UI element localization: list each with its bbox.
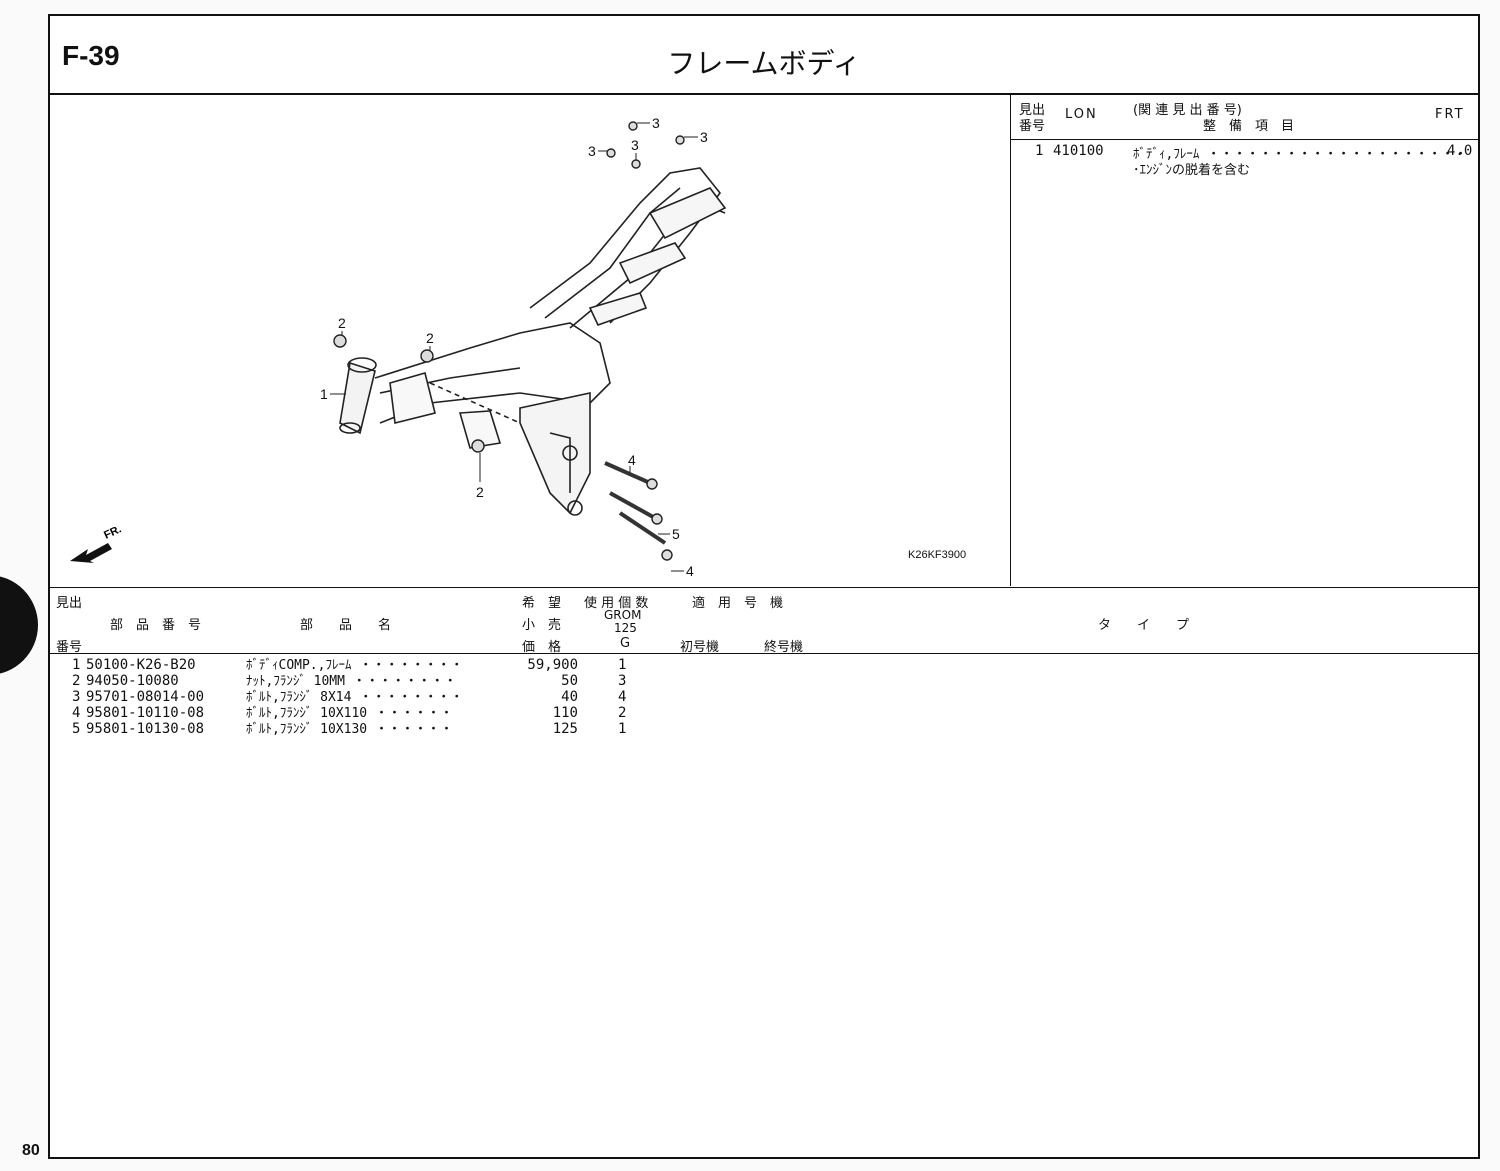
part-qty: 3: [618, 673, 627, 689]
part-price: 40: [561, 689, 578, 705]
frame-body: [339, 167, 727, 516]
callout-label: 2: [338, 315, 346, 331]
parts-h-tekiyo: 適 用 号 機: [692, 596, 784, 611]
parts-h-midashi: 見出: [56, 596, 83, 611]
lon-row-item: ﾎﾞﾃﾞｨ,ﾌﾚｰﾑ ・・・・・・・・・・・・・・・・・・・・: [1133, 147, 1468, 162]
part-qty: 2: [618, 705, 627, 721]
part-name: ﾎﾞﾙﾄ,ﾌﾗﾝｼﾞ 10X110 ・・・・・・: [246, 706, 453, 721]
parts-h-kouri: 小 売: [522, 618, 562, 633]
part-number: 94050-10080: [86, 673, 179, 689]
part-row-no: 2: [72, 673, 81, 689]
callout-leaders: [330, 122, 698, 572]
parts-h-g: G: [620, 636, 631, 651]
callout-label: 4: [686, 563, 694, 579]
page-number: 80: [22, 1142, 40, 1159]
lon-row-note: ･ｴﾝｼﾞﾝの脱着を含む: [1133, 163, 1251, 178]
callout-label: 2: [426, 330, 434, 346]
parts-row: 3 95701-08014-00 ﾎﾞﾙﾄ,ﾌﾗﾝｼﾞ 8X14 ・・・・・・・…: [50, 689, 1478, 706]
parts-h-bango: 番号: [56, 640, 83, 655]
callout-label: 5: [672, 526, 680, 542]
part-number: 95701-08014-00: [86, 689, 205, 705]
parts-h-type: タ イ プ: [1098, 618, 1190, 633]
lon-h-seibi: 整 備 項 目: [1203, 119, 1295, 134]
part-row-no: 5: [72, 721, 81, 737]
lon-panel-header: 見出 番号 LON (関 連 見 出 番 号) 整 備 項 目 FRT: [1011, 93, 1478, 140]
front-arrow-icon: FR.: [70, 525, 123, 563]
callout-label: 3: [631, 137, 639, 153]
page-frame: F-39 フレームボディ: [48, 14, 1480, 1159]
front-marker-text: FR.: [102, 525, 123, 542]
lon-row-code: 410100: [1053, 143, 1104, 159]
part-price: 125: [552, 721, 578, 737]
part-qty: 4: [618, 689, 627, 705]
parts-h-model-cc: 125: [614, 621, 637, 635]
part-name: ﾎﾞﾙﾄ,ﾌﾗﾝｼﾞ 10X130 ・・・・・・: [246, 722, 453, 737]
parts-row: 5 95801-10130-08 ﾎﾞﾙﾄ,ﾌﾗﾝｼﾞ 10X130 ・・・・・…: [50, 721, 1478, 738]
lon-row-no: 1: [1035, 143, 1044, 159]
page-header: F-39 フレームボディ: [50, 16, 1478, 95]
parts-h-part-no: 部 品 番 号: [110, 618, 202, 633]
parts-h-part-name: 部 品 名: [300, 618, 392, 633]
parts-row: 2 94050-10080 ﾅｯﾄ,ﾌﾗﾝｼﾞ 10MM ・・・・・・・・ 50…: [50, 673, 1478, 690]
parts-table-header: 見出 番号 部 品 番 号 部 品 名 希 望 小 売 価 格 使 用 個 数 …: [50, 588, 1478, 655]
lon-row-frt: 4.0: [1447, 143, 1473, 159]
section-tab-marker: [0, 575, 38, 675]
part-qty: 1: [618, 721, 627, 737]
parts-h-shiyo: 使 用 個 数: [584, 596, 649, 611]
parts-h-kakaku: 価 格: [522, 640, 562, 655]
parts-row: 1 50100-K26-B20 ﾎﾞﾃﾞｨCOMP.,ﾌﾚｰﾑ ・・・・・・・・…: [50, 657, 1478, 674]
part-name: ﾎﾞﾙﾄ,ﾌﾗﾝｼﾞ 8X14 ・・・・・・・・: [246, 690, 464, 705]
part-number: 95801-10110-08: [86, 705, 205, 721]
callout-label: 2: [476, 484, 484, 500]
parts-h-last: 終号機: [764, 640, 804, 655]
parts-h-kibo: 希 望: [522, 596, 562, 611]
callout-labels: 3 3 3 3 2 2 1 4 2 5 4: [320, 115, 708, 579]
lon-h-kanren: (関 連 見 出 番 号): [1133, 103, 1242, 118]
part-name: ﾅｯﾄ,ﾌﾗﾝｼﾞ 10MM ・・・・・・・・: [246, 674, 457, 689]
part-row-no: 1: [72, 657, 81, 673]
part-qty: 1: [618, 657, 627, 673]
part-name: ﾎﾞﾃﾞｨCOMP.,ﾌﾚｰﾑ ・・・・・・・・: [246, 658, 464, 673]
page-title: フレームボディ: [667, 47, 861, 80]
callout-label: 4: [628, 452, 636, 468]
lon-h-midashi: 見出: [1019, 103, 1046, 118]
exploded-diagram: 3 3 3 3 2 2 1 4 2 5 4 FR. K26KF3900: [50, 93, 1011, 586]
part-number: 50100-K26-B20: [86, 657, 196, 673]
part-row-no: 3: [72, 689, 81, 705]
lon-h-lon: LON: [1065, 107, 1098, 122]
frame-illustration: 3 3 3 3 2 2 1 4 2 5 4: [320, 115, 727, 579]
callout-label: 1: [320, 386, 328, 402]
part-row-no: 4: [72, 705, 81, 721]
callout-label: 3: [652, 115, 660, 131]
parts-h-first: 初号機: [680, 640, 720, 655]
part-price: 59,900: [527, 657, 578, 673]
parts-h-model: GROM: [604, 608, 642, 622]
lon-h-bango: 番号: [1019, 119, 1046, 134]
parts-table: 見出 番号 部 品 番 号 部 品 名 希 望 小 売 価 格 使 用 個 数 …: [50, 587, 1478, 1157]
part-number: 95801-10130-08: [86, 721, 205, 737]
lon-h-frt: FRT: [1435, 107, 1465, 122]
fastener-group: [333, 121, 685, 561]
lon-panel: 見出 番号 LON (関 連 見 出 番 号) 整 備 項 目 FRT 1 41…: [1011, 93, 1478, 586]
callout-label: 3: [700, 129, 708, 145]
callout-label: 3: [588, 143, 596, 159]
diagram-id: K26KF3900: [908, 549, 967, 561]
section-code: F-39: [62, 40, 120, 71]
part-price: 110: [552, 705, 578, 721]
parts-row: 4 95801-10110-08 ﾎﾞﾙﾄ,ﾌﾗﾝｼﾞ 10X110 ・・・・・…: [50, 705, 1478, 722]
part-price: 50: [561, 673, 578, 689]
